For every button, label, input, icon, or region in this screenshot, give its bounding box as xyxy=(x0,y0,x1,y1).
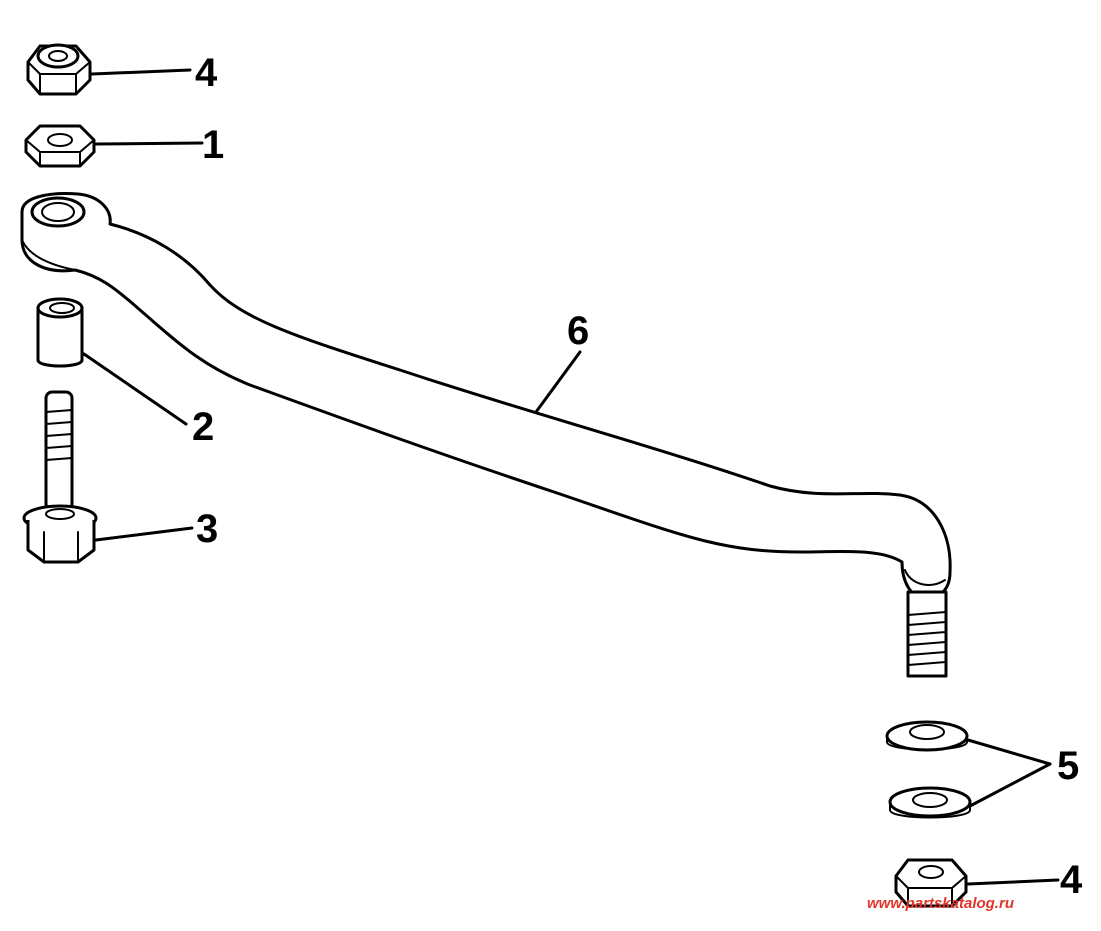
link-rod xyxy=(20,192,952,678)
hex-nut xyxy=(24,124,96,168)
leader-line-3 xyxy=(94,526,194,542)
leader-line-5a xyxy=(966,738,1052,766)
spacer xyxy=(36,297,84,368)
leader-line-5b xyxy=(968,762,1052,808)
callout-5: 5 xyxy=(1057,744,1079,788)
callout-3: 3 xyxy=(196,507,218,551)
washer-lower xyxy=(888,786,972,819)
callout-2: 2 xyxy=(192,405,214,449)
lock-nut-bottom xyxy=(894,858,968,908)
leader-line-2 xyxy=(82,352,188,426)
callout-4-top: 4 xyxy=(195,51,218,95)
washer-upper xyxy=(885,720,969,752)
callout-6: 6 xyxy=(567,309,589,353)
leader-line-4-top xyxy=(90,68,192,76)
leader-line-4-bottom xyxy=(966,878,1060,886)
bolt xyxy=(22,390,98,564)
lock-nut-top xyxy=(26,43,92,96)
leader-line-6 xyxy=(534,350,582,414)
callout-1: 1 xyxy=(202,123,224,167)
watermark-text: www.partskatalog.ru xyxy=(867,895,1014,912)
callout-4-bottom: 4 xyxy=(1060,858,1083,902)
leader-line-1 xyxy=(94,141,204,146)
